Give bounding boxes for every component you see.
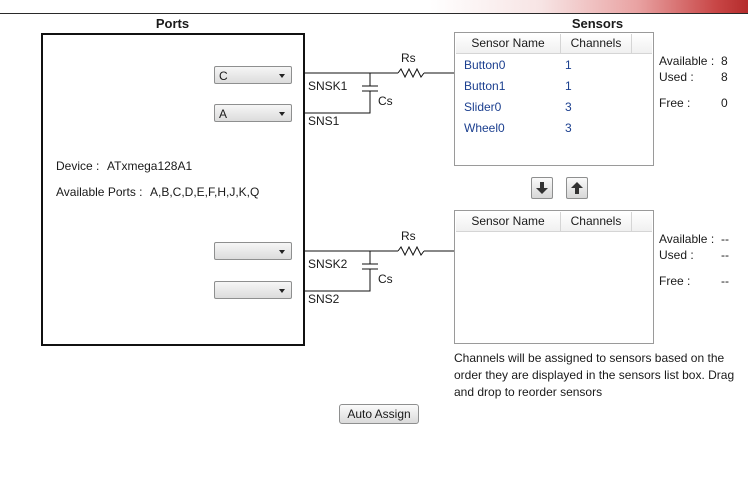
chevron-down-icon xyxy=(279,112,285,116)
arrow-up-icon xyxy=(571,182,583,194)
sensor-list-top[interactable]: Sensor Name Channels Button0 1 Button1 1… xyxy=(454,32,654,166)
device-value: ATxmega128A1 xyxy=(107,159,193,173)
cs-label-bottom: Cs xyxy=(378,272,393,286)
list-item[interactable]: Slider0 3 xyxy=(455,97,653,118)
available-ports-label: Available Ports : xyxy=(56,185,143,199)
sensor-channels: 1 xyxy=(565,79,572,93)
available-label-top: Available : xyxy=(659,54,715,68)
snsk2-label: SNSK2 xyxy=(308,257,348,271)
header-banner xyxy=(430,0,748,13)
arrow-down-icon xyxy=(536,182,548,194)
sensor-list-header: Sensor Name Channels xyxy=(456,212,652,232)
sensor-list-bottom[interactable]: Sensor Name Channels xyxy=(454,210,654,344)
sensors-title: Sensors xyxy=(571,16,624,31)
rs-resistor-bottom xyxy=(397,245,425,257)
channel-assignment-note: Channels will be assigned to sensors bas… xyxy=(454,351,735,399)
available-value-top: 8 xyxy=(721,54,728,68)
snsk1-label: SNSK1 xyxy=(308,79,348,93)
auto-assign-button[interactable]: Auto Assign xyxy=(339,404,419,424)
rs-label-bottom: Rs xyxy=(401,229,416,243)
device-label: Device : xyxy=(56,159,100,173)
snsk1-port-value: C xyxy=(219,69,228,83)
column-channels[interactable]: Channels xyxy=(561,212,632,231)
chevron-down-icon xyxy=(279,74,285,78)
cs-label-top: Cs xyxy=(378,94,393,108)
sensor-channels: 3 xyxy=(565,121,572,135)
sensor-name: Slider0 xyxy=(464,100,502,114)
column-sensor-name[interactable]: Sensor Name xyxy=(456,34,561,53)
available-ports-value: A,B,C,D,E,F,H,J,K,Q xyxy=(150,185,260,199)
move-up-button[interactable] xyxy=(566,177,588,199)
free-value-top: 0 xyxy=(721,96,728,110)
available-label-bottom: Available : xyxy=(659,232,715,246)
header-divider xyxy=(0,13,748,14)
sensor-channels: 3 xyxy=(565,100,572,114)
ports-title: Ports xyxy=(155,16,190,31)
sns2-port-select[interactable] xyxy=(214,281,292,299)
sns1-port-select[interactable]: A xyxy=(214,104,292,122)
sensor-name: Button1 xyxy=(464,79,506,93)
rs-resistor-top xyxy=(397,67,425,79)
top-circuit xyxy=(303,67,455,114)
sns2-label: SNS2 xyxy=(308,292,340,306)
sensor-channels: 1 xyxy=(565,58,572,72)
rs-label-top: Rs xyxy=(401,51,416,65)
move-down-button[interactable] xyxy=(531,177,553,199)
snsk2-port-select[interactable] xyxy=(214,242,292,260)
sns1-port-value: A xyxy=(219,107,228,121)
snsk1-port-select[interactable]: C xyxy=(214,66,292,84)
free-label-bottom: Free : xyxy=(659,274,691,288)
sensor-name: Button0 xyxy=(464,58,506,72)
bottom-circuit xyxy=(303,245,455,292)
list-item[interactable]: Wheel0 3 xyxy=(455,118,653,139)
list-item[interactable]: Button1 1 xyxy=(455,76,653,97)
column-channels[interactable]: Channels xyxy=(561,34,632,53)
chevron-down-icon xyxy=(279,250,285,254)
free-value-bottom: -- xyxy=(721,274,729,288)
used-label-top: Used : xyxy=(659,70,694,84)
available-value-bottom: -- xyxy=(721,232,729,246)
column-sensor-name[interactable]: Sensor Name xyxy=(456,212,561,231)
chevron-down-icon xyxy=(279,289,285,293)
sns1-label: SNS1 xyxy=(308,114,340,128)
sensor-name: Wheel0 xyxy=(464,121,505,135)
list-item[interactable]: Button0 1 xyxy=(455,55,653,76)
free-label-top: Free : xyxy=(659,96,691,110)
used-value-top: 8 xyxy=(721,70,728,84)
sensor-list-header: Sensor Name Channels xyxy=(456,34,652,54)
used-label-bottom: Used : xyxy=(659,248,694,262)
used-value-bottom: -- xyxy=(721,248,729,262)
